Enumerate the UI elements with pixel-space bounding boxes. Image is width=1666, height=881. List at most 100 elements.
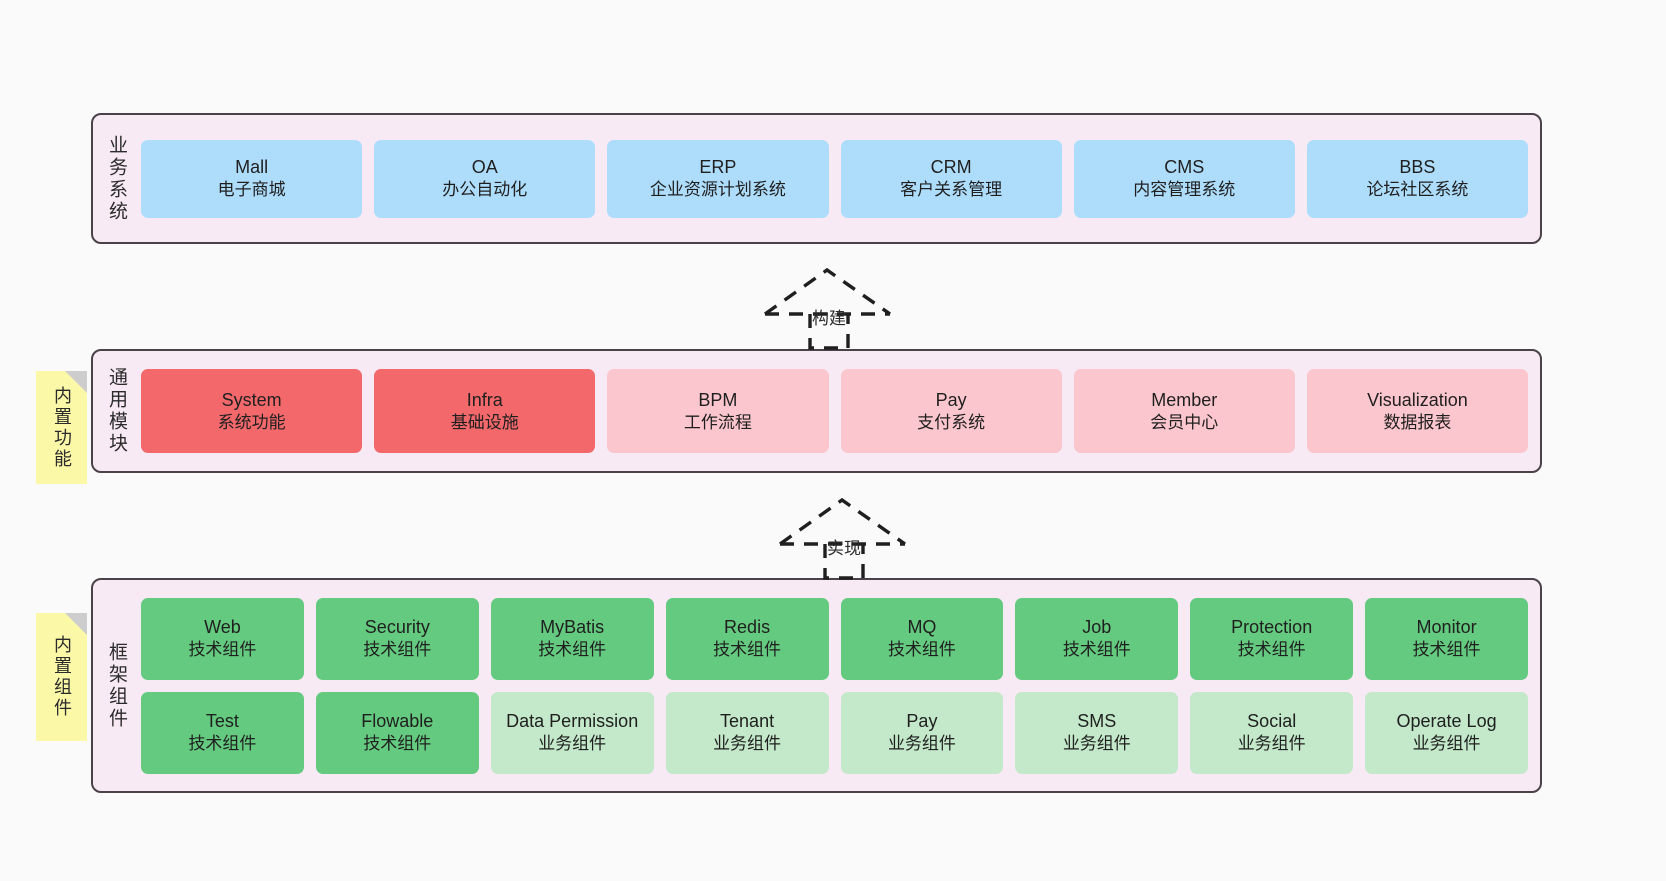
node-monitor-subtitle: 技术组件: [1412, 640, 1481, 660]
build-arrow-label: 构建: [812, 309, 846, 328]
node-sms-title: SMS: [1077, 711, 1117, 732]
node-pay-module[interactable]: Pay 支付系统: [840, 369, 1062, 453]
node-job-title: Job: [1082, 617, 1112, 638]
node-tenant-subtitle: 业务组件: [713, 734, 782, 754]
node-mall[interactable]: Mall 电子商城: [141, 139, 363, 218]
node-bpm-title: BPM: [698, 389, 738, 410]
layer-business-system-label: 业务系统: [105, 134, 127, 223]
node-monitor-title: Monitor: [1416, 617, 1477, 638]
builtin-component-note: 内置组件: [36, 613, 87, 741]
node-pay-module-subtitle: 支付系统: [917, 412, 986, 432]
business-system-row: Mall 电子商城 OA 办公自动化 ERP 企业资源计划系统 CRM 客户关系…: [141, 139, 1529, 218]
node-operate-log-subtitle: 业务组件: [1412, 734, 1481, 754]
node-mq[interactable]: MQ 技术组件: [840, 597, 1004, 680]
node-redis-subtitle: 技术组件: [713, 640, 782, 660]
note-fold-corner-icon: [65, 371, 87, 393]
layer-general-module: 通用模块 System 系统功能 Infra 基础设施 BPM 工作流程 Pay…: [91, 349, 1542, 473]
node-test-title: Test: [205, 711, 239, 732]
node-crm[interactable]: CRM 客户关系管理: [840, 139, 1062, 218]
node-mybatis[interactable]: MyBatis 技术组件: [490, 597, 654, 680]
implement-arrow-shape: [779, 497, 906, 580]
node-visualization-subtitle: 数据报表: [1383, 412, 1452, 432]
node-mall-subtitle: 电子商城: [217, 180, 286, 200]
node-bpm[interactable]: BPM 工作流程: [607, 369, 829, 453]
node-flowable[interactable]: Flowable 技术组件: [315, 691, 479, 774]
layer-general-module-body: System 系统功能 Infra 基础设施 BPM 工作流程 Pay 支付系统…: [139, 351, 1540, 471]
node-system-subtitle: 系统功能: [217, 412, 286, 432]
node-oa-subtitle: 办公自动化: [442, 180, 528, 200]
layer-business-system-body: Mall 电子商城 OA 办公自动化 ERP 企业资源计划系统 CRM 客户关系…: [139, 115, 1540, 242]
node-redis-title: Redis: [724, 617, 771, 638]
node-security[interactable]: Security 技术组件: [315, 597, 479, 680]
node-infra[interactable]: Infra 基础设施: [374, 369, 596, 453]
node-redis[interactable]: Redis 技术组件: [665, 597, 829, 680]
node-flowable-subtitle: 技术组件: [363, 734, 432, 754]
node-mall-title: Mall: [235, 157, 269, 178]
node-system[interactable]: System 系统功能: [141, 369, 363, 453]
build-arrow: 构建: [755, 262, 900, 350]
node-cms-title: CMS: [1164, 157, 1205, 178]
node-visualization-title: Visualization: [1367, 389, 1468, 410]
node-erp-subtitle: 企业资源计划系统: [649, 180, 786, 200]
node-tenant-title: Tenant: [720, 711, 775, 732]
node-data-permission[interactable]: Data Permission 业务组件: [490, 691, 654, 774]
node-pay-component[interactable]: Pay 业务组件: [840, 691, 1004, 774]
node-operate-log[interactable]: Operate Log 业务组件: [1365, 691, 1528, 774]
layer-framework-component: 框架组件 Web 技术组件 Security 技术组件 MyBatis 技术组件…: [91, 578, 1542, 793]
layer-framework-component-body: Web 技术组件 Security 技术组件 MyBatis 技术组件 Redi…: [139, 580, 1540, 791]
node-data-permission-subtitle: 业务组件: [538, 734, 607, 754]
node-social-title: Social: [1247, 711, 1297, 732]
node-cms-subtitle: 内容管理系统: [1133, 180, 1236, 200]
node-data-permission-title: Data Permission: [506, 711, 639, 732]
node-system-title: System: [221, 389, 282, 410]
node-infra-subtitle: 基础设施: [450, 412, 519, 432]
node-erp[interactable]: ERP 企业资源计划系统: [607, 139, 829, 218]
node-protection-subtitle: 技术组件: [1237, 640, 1306, 660]
note-fold-corner-icon: [65, 613, 87, 635]
node-social-subtitle: 业务组件: [1237, 734, 1306, 754]
node-job-subtitle: 技术组件: [1062, 640, 1131, 660]
build-arrow-shape: [764, 267, 891, 350]
node-operate-log-title: Operate Log: [1396, 711, 1497, 732]
node-bbs[interactable]: BBS 论坛社区系统: [1306, 139, 1529, 218]
node-flowable-title: Flowable: [361, 711, 434, 732]
node-test-subtitle: 技术组件: [188, 734, 257, 754]
node-crm-subtitle: 客户关系管理: [900, 180, 1003, 200]
node-infra-title: Infra: [466, 389, 503, 410]
node-sms-subtitle: 业务组件: [1062, 734, 1131, 754]
layer-general-module-label: 通用模块: [105, 367, 127, 455]
node-job[interactable]: Job 技术组件: [1015, 597, 1179, 680]
node-test[interactable]: Test 技术组件: [141, 691, 304, 774]
node-mq-subtitle: 技术组件: [887, 640, 956, 660]
node-mq-title: MQ: [907, 617, 937, 638]
node-protection[interactable]: Protection 技术组件: [1190, 597, 1354, 680]
node-security-subtitle: 技术组件: [363, 640, 432, 660]
node-mybatis-subtitle: 技术组件: [538, 640, 607, 660]
node-web-subtitle: 技术组件: [188, 640, 257, 660]
implement-arrow-label: 实现: [827, 539, 861, 558]
node-member[interactable]: Member 会员中心: [1073, 369, 1295, 453]
node-pay-module-title: Pay: [935, 389, 967, 410]
builtin-function-note: 内置功能: [36, 371, 87, 484]
node-tenant[interactable]: Tenant 业务组件: [665, 691, 829, 774]
node-security-title: Security: [364, 617, 430, 638]
general-module-row: System 系统功能 Infra 基础设施 BPM 工作流程 Pay 支付系统…: [141, 369, 1529, 453]
node-social[interactable]: Social 业务组件: [1190, 691, 1354, 774]
node-protection-title: Protection: [1231, 617, 1313, 638]
node-web[interactable]: Web 技术组件: [141, 597, 304, 680]
node-monitor[interactable]: Monitor 技术组件: [1365, 597, 1528, 680]
framework-tech-row: Web 技术组件 Security 技术组件 MyBatis 技术组件 Redi…: [141, 597, 1528, 680]
node-web-title: Web: [204, 617, 241, 638]
builtin-component-note-text: 内置组件: [51, 635, 72, 719]
node-cms[interactable]: CMS 内容管理系统: [1073, 139, 1295, 218]
builtin-function-note-text: 内置功能: [51, 385, 72, 470]
node-sms[interactable]: SMS 业务组件: [1015, 691, 1179, 774]
node-oa[interactable]: OA 办公自动化: [374, 139, 596, 218]
node-pay-component-subtitle: 业务组件: [887, 734, 956, 754]
node-visualization[interactable]: Visualization 数据报表: [1306, 369, 1529, 453]
node-bbs-subtitle: 论坛社区系统: [1366, 180, 1469, 200]
layer-business-system: 业务系统 Mall 电子商城 OA 办公自动化 ERP 企业资源计划系统 CRM…: [91, 113, 1542, 244]
node-member-subtitle: 会员中心: [1150, 412, 1219, 432]
implement-arrow: 实现: [770, 492, 915, 580]
